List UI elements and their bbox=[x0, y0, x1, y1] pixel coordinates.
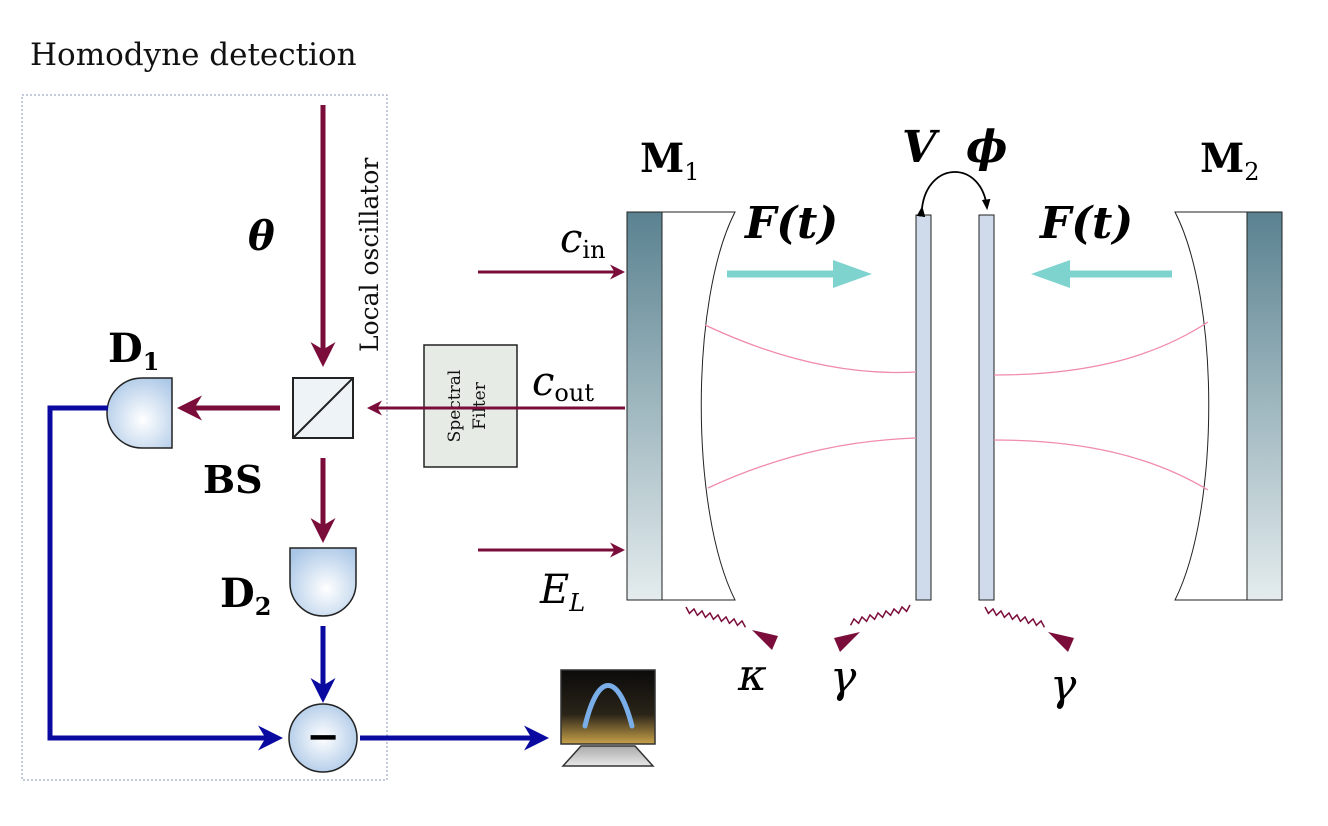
force-arrow-left-head bbox=[833, 260, 872, 288]
force-left-label: F(t) bbox=[743, 198, 838, 249]
local-oscillator-label: Local oscillator bbox=[355, 158, 384, 352]
diagram-title: Homodyne detection bbox=[30, 37, 357, 73]
monitor-icon bbox=[560, 669, 656, 767]
loss-kappa-label: κ bbox=[737, 650, 767, 701]
loss-kappa-arrowhead bbox=[752, 630, 778, 650]
loss-gamma-left-arrowhead bbox=[834, 632, 860, 652]
force-arrow-right-head bbox=[1031, 260, 1070, 288]
mirror-m2 bbox=[1174, 211, 1283, 601]
loss-gamma-right-wave bbox=[984, 606, 1046, 628]
cavity-mode-left bbox=[704, 324, 917, 489]
subtractor-symbol: − bbox=[306, 713, 340, 760]
mirror-m1-label: M1 bbox=[640, 135, 700, 186]
beam-splitter-diagonal bbox=[292, 377, 354, 439]
homodyne-box bbox=[21, 94, 388, 781]
spectral-filter-box bbox=[423, 344, 518, 468]
loss-kappa-wave bbox=[685, 606, 747, 628]
detector-d1 bbox=[106, 377, 173, 449]
c-in-label: cin bbox=[560, 216, 606, 264]
loss-gamma-left-label: γ bbox=[830, 652, 857, 703]
force-right-label: F(t) bbox=[1038, 198, 1133, 249]
loss-gamma-right-label: γ bbox=[1050, 660, 1077, 711]
coupling-v-label: V bbox=[902, 122, 940, 173]
loss-gamma-left-wave bbox=[849, 604, 911, 626]
coupling-phi-label: ϕ bbox=[966, 122, 1007, 173]
detector-d1-label: D1 bbox=[108, 325, 159, 376]
membrane-left bbox=[915, 214, 932, 601]
e-l-label: EL bbox=[539, 567, 585, 617]
coupling-arc bbox=[916, 171, 991, 218]
mirror-m2-label: M2 bbox=[1200, 135, 1260, 186]
detector-d2-label: D2 bbox=[220, 570, 271, 621]
spectral-filter-line2: Filter bbox=[470, 381, 490, 430]
cavity-mode-right bbox=[993, 321, 1209, 491]
spectral-filter-line1: Spectral bbox=[445, 370, 465, 443]
loss-gamma-right-arrowhead bbox=[1048, 632, 1074, 652]
phase-theta-label: θ bbox=[248, 213, 275, 260]
c-out-label: cout bbox=[532, 359, 594, 407]
membrane-right bbox=[978, 214, 995, 601]
signal-line-d1 bbox=[47, 405, 283, 751]
mirror-m1 bbox=[626, 211, 736, 601]
subtractor-circle bbox=[288, 703, 358, 773]
detector-d2 bbox=[289, 547, 357, 617]
beam-splitter-label: BS bbox=[203, 457, 263, 502]
